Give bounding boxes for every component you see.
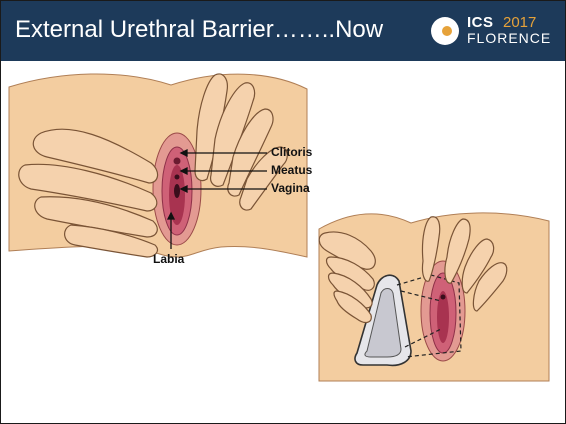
left-anatomy-figure (9, 74, 307, 257)
logo-city-text: FLORENCE (467, 30, 551, 46)
right-device-figure (319, 213, 549, 381)
label-vagina: Vagina (271, 181, 310, 195)
logo-ics-text: ICS (467, 14, 494, 31)
slide-header: External Urethral Barrier……..Now ICS 201… (1, 1, 565, 61)
anatomy-illustration (1, 61, 565, 423)
slide-title: External Urethral Barrier……..Now (15, 15, 383, 45)
ics-logo: ICS 2017 FLORENCE (429, 11, 557, 51)
label-clitoris: Clitoris (271, 145, 312, 159)
ics-logo-mark-icon (429, 15, 461, 47)
logo-year-text: 2017 (503, 14, 536, 31)
label-meatus: Meatus (271, 163, 312, 177)
label-labia: Labia (153, 252, 184, 266)
